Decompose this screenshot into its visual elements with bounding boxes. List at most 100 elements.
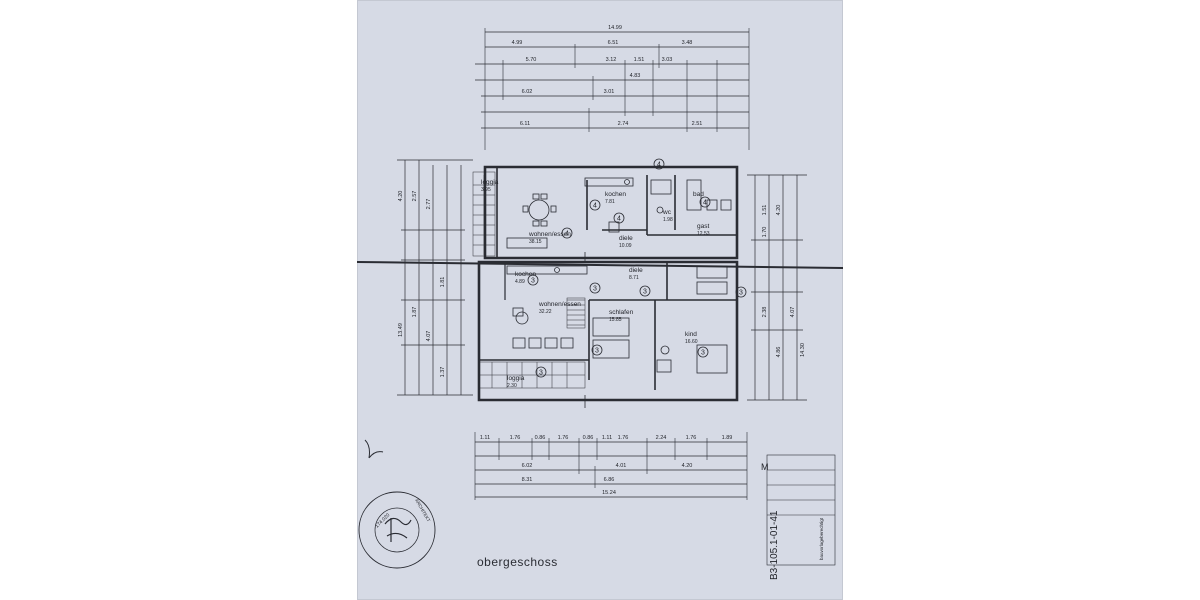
unit-markers: 4 4 4 4 4 3 3 3 3 3 3 3 [527, 158, 747, 378]
unit-circle [589, 199, 601, 211]
room-area: 1.98 [663, 217, 673, 223]
room-area: 12.53 [697, 231, 710, 237]
dimension-label: 15.24 [602, 490, 616, 496]
dimension-label: 6.02 [522, 463, 533, 469]
dimension-label: 2.38 [762, 307, 768, 318]
unit-number: 4 [565, 231, 569, 238]
dimension-label: 0.86 [583, 435, 594, 441]
dimension-label: 8.31 [522, 477, 533, 483]
room-name: kochen [605, 191, 626, 198]
dimension-label: 6.11 [520, 121, 530, 127]
dimension-label: 1.11 [480, 435, 490, 441]
dimension-label: 5.70 [526, 57, 537, 63]
room-area: 16.60 [685, 339, 698, 345]
unit-number: 4 [593, 203, 597, 210]
unit-number: 4 [657, 162, 661, 169]
dimension-label: 3.48 [682, 40, 693, 46]
unit-circle [613, 212, 625, 224]
dimension-label: 3.12 [606, 57, 617, 63]
dimension-label: 4.07 [426, 331, 432, 342]
dimension-label: 14.99 [608, 25, 622, 31]
dimension-label: 1.51 [634, 57, 645, 63]
dimension-label: 1.51 [762, 205, 768, 216]
unit-circle [653, 158, 665, 170]
room-name: bad [693, 191, 704, 198]
room-name: wohnen/essen [538, 301, 581, 308]
dimension-label: 1.11 [602, 435, 612, 441]
unit-circle [639, 285, 651, 297]
unit-circle [527, 274, 539, 286]
dimension-label: 4.01 [616, 463, 627, 469]
dimension-label: 4.20 [682, 463, 693, 469]
room-labels: loggia3.95kochen7.81wc1.98badgast12.53wo… [481, 179, 710, 389]
unit-number: 3 [531, 278, 535, 285]
dimension-label: 4.20 [776, 205, 782, 216]
dimension-label: 0.86 [535, 435, 546, 441]
room-name: wc [662, 209, 672, 216]
dimension-label: 2.57 [412, 191, 418, 202]
dimension-chains-bottom [474, 432, 748, 500]
room-area: 10.09 [619, 243, 632, 249]
unit-number: 3 [539, 370, 543, 377]
unit-number: 3 [595, 348, 599, 355]
dimension-chains-top [475, 28, 750, 150]
dimension-label: 2.74 [618, 121, 629, 127]
dimension-label: 14.30 [800, 343, 806, 357]
unit-circle [735, 286, 747, 298]
room-name: diele [619, 235, 633, 242]
room-area: 38.15 [529, 239, 542, 245]
approval-block [766, 454, 836, 566]
unit-circle [561, 227, 573, 239]
dimension-label: 2.24 [656, 435, 667, 441]
room-name: kochen [515, 271, 536, 278]
dimension-label: 1.70 [762, 227, 768, 238]
dimension-chains-left [397, 159, 473, 396]
dimension-label: 6.02 [522, 89, 533, 95]
unit-number: 3 [643, 289, 647, 296]
architect-stamp [358, 491, 436, 569]
dimension-label: 1.76 [558, 435, 569, 441]
room-name: gast [697, 223, 709, 230]
unit-number: 3 [701, 350, 705, 357]
dimension-label: 1.76 [510, 435, 521, 441]
furniture [472, 171, 732, 408]
room-name: loggia [507, 375, 525, 382]
dimension-label: 1.81 [440, 277, 446, 288]
room-area: 32.22 [539, 309, 552, 315]
room-area: 8.71 [629, 275, 639, 281]
dimension-label: 2.77 [426, 199, 432, 210]
dimension-label: 2.51 [692, 121, 703, 127]
room-name: diele [629, 267, 643, 274]
room-area: 2.30 [507, 383, 517, 389]
drawing-title: obergeschoss [477, 555, 558, 569]
handwritten-mark [364, 439, 384, 459]
dimension-label: 1.89 [722, 435, 733, 441]
room-area: 7.81 [605, 199, 615, 205]
dimension-label: 1.87 [412, 307, 418, 318]
unit-circle [589, 282, 601, 294]
room-area: 3.95 [481, 187, 491, 193]
dimension-label: 3.01 [604, 89, 615, 95]
room-name: schlafen [609, 309, 634, 316]
unit-number: 4 [703, 200, 707, 207]
unit-circle [535, 366, 547, 378]
dimension-label: 4.20 [398, 191, 404, 202]
room-area: 15.85 [609, 317, 622, 323]
room-area: 4.89 [515, 279, 525, 285]
dimension-label: 4.07 [790, 307, 796, 318]
room-name: loggia [481, 179, 499, 186]
dimension-label: 6.51 [608, 40, 619, 46]
room-name: kind [685, 331, 697, 338]
unit-number: 4 [617, 216, 621, 223]
floor-plan-walls [477, 165, 739, 402]
unit-number: 3 [593, 286, 597, 293]
room-name: wohnen/essen [528, 231, 571, 238]
dimension-label: 4.99 [512, 40, 523, 46]
dimension-label: 1.76 [686, 435, 697, 441]
unit-number: 3 [739, 290, 743, 297]
